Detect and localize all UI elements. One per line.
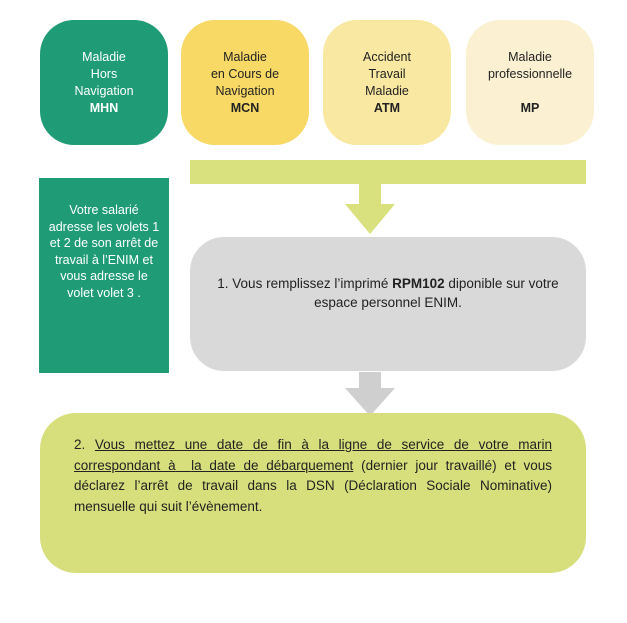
step-1-text: 1. Vous remplissez l’imprimé RPM102 dipo…: [212, 274, 564, 312]
category-code: ATM: [373, 100, 401, 115]
category-line: Maladie: [82, 49, 126, 64]
step-2-number: 2.: [74, 437, 95, 452]
category-line: professionnelle: [487, 66, 573, 81]
step-2-underlined-date: la date de débarquement: [191, 457, 354, 473]
category-line: Accident: [363, 49, 411, 64]
down-arrow-icon: [345, 372, 395, 416]
step-1-text-end: diponible sur votre espace personnel ENI…: [314, 276, 559, 310]
category-line: Maladie: [508, 49, 552, 64]
step-1-box: 1. Vous remplissez l’imprimé RPM102 dipo…: [190, 237, 586, 371]
down-arrow-icon: [345, 184, 395, 234]
category-code: MP: [520, 100, 540, 115]
step-2-box: 2. Vous mettez une date de fin à la lign…: [40, 413, 586, 573]
step-2-text-end: (dernier jour travaillé) et vous déclare…: [74, 457, 552, 514]
category-line: en Cours de: [210, 66, 280, 81]
category-atm: Accident Travail Maladie ATM: [323, 20, 451, 145]
category-line: Navigation: [74, 83, 134, 98]
form-code: RPM102: [392, 276, 445, 291]
side-note: Votre salarié adresse les volets 1 et 2 …: [39, 178, 169, 373]
category-mp: Maladie professionnelle MP: [466, 20, 594, 145]
category-line: Maladie: [365, 83, 409, 98]
category-code: MHN: [89, 100, 119, 115]
category-line: Maladie: [223, 49, 267, 64]
step-1-text-start: 1. Vous remplissez l’imprimé: [217, 276, 393, 291]
step-2-underlined-gap: [176, 458, 192, 473]
category-line: Hors: [90, 66, 118, 81]
side-note-text: Votre salarié adresse les volets 1 et 2 …: [48, 203, 160, 300]
step-2-underlined-text: Vous mettez une date de fin à la ligne d…: [74, 437, 552, 473]
category-code: MCN: [230, 100, 260, 115]
category-line: Navigation: [215, 83, 275, 98]
category-line: Travail: [368, 66, 406, 81]
category-mcn: Maladie en Cours de Navigation MCN: [181, 20, 309, 145]
category-mhn: Maladie Hors Navigation MHN: [40, 20, 168, 145]
connector-bar: [190, 160, 586, 184]
